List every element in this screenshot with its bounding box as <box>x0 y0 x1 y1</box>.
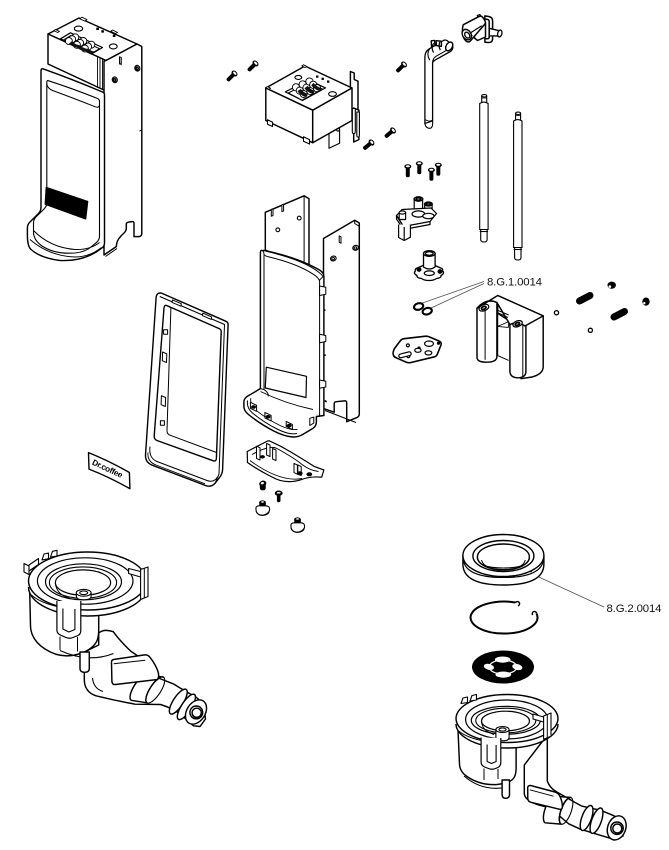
svg-text:8.G.2.0014: 8.G.2.0014 <box>607 603 662 615</box>
svg-text:8.G.1.0014: 8.G.1.0014 <box>487 277 542 289</box>
